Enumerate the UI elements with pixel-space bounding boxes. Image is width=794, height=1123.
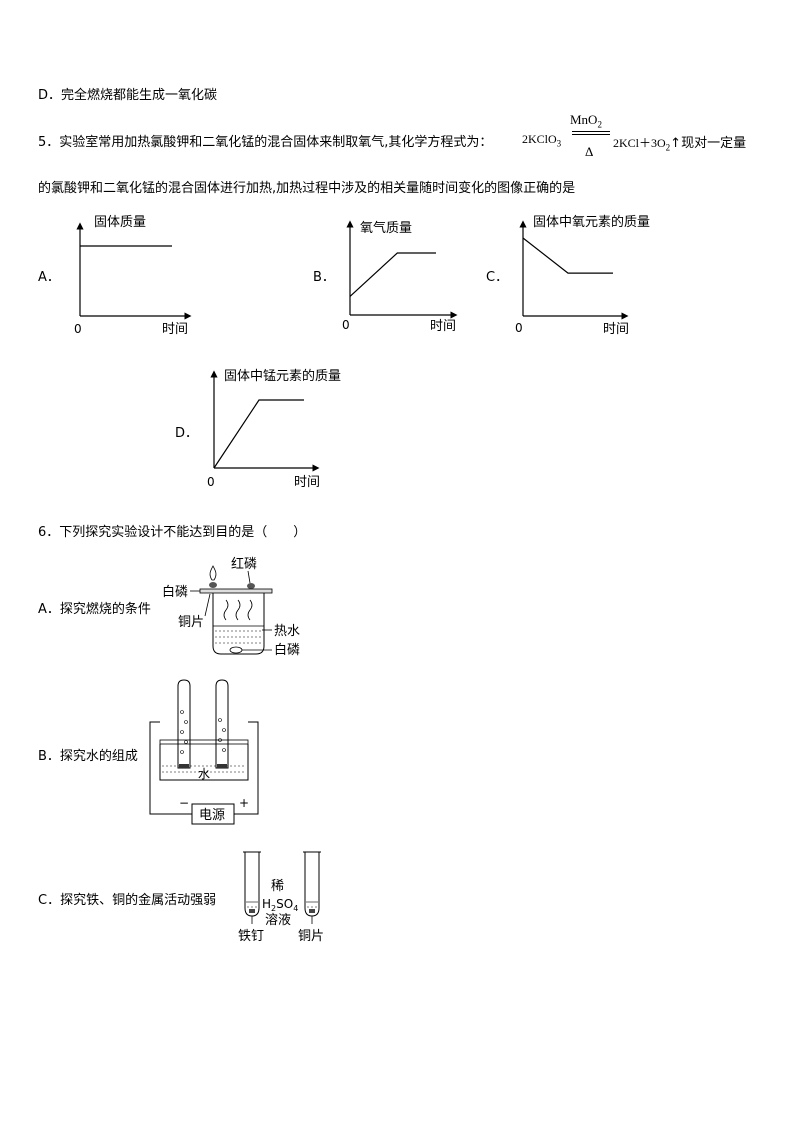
y-axis-label: 固体质量 (94, 215, 146, 230)
electrolysis-apparatus: 水 电源 − + (149, 679, 259, 825)
q4-option-d: D．完全燃烧都能生成一氧化碳 (38, 88, 218, 103)
q5-eq-left: 2KClO3 (522, 132, 562, 149)
q5-stem-b: 的氯酸钾和二氧化锰的混合固体进行加热,加热过程中涉及的相关量随时间变化的图像正确… (38, 181, 576, 196)
hot-water-label: 热水 (274, 624, 300, 639)
copper-piece (309, 909, 315, 913)
q5-eq-right: 2KCl＋3O2↑现对一定量 (613, 136, 747, 153)
leader-line (204, 593, 211, 617)
dilute-label: 稀 (271, 879, 284, 894)
steam-icon (223, 599, 229, 621)
beaker (212, 593, 265, 655)
origin-label: 0 (74, 322, 82, 336)
plus-sign: + (239, 796, 249, 810)
water-trough (159, 744, 249, 781)
y-axis-label: 固体中氧元素的质量 (533, 214, 650, 230)
minus-sign: − (179, 796, 189, 810)
q6-a-label: A．探究燃烧的条件 (38, 602, 151, 617)
white-phosphorus-top-label: 白磷 (162, 584, 188, 600)
acid-formula: H2SO4 (262, 897, 298, 913)
origin-label: 0 (207, 475, 215, 489)
gas-bubbles (180, 710, 226, 754)
q6-stem: 6．下列探究实验设计不能达到目的是（ ） (38, 525, 307, 540)
red-phosphorus-label: 红磷 (231, 556, 257, 572)
q5-catalyst: MnO2 (570, 112, 602, 130)
solution-label: 溶液 (265, 913, 291, 928)
copper-plate-label: 铜片 (178, 615, 204, 630)
iron-nail-label: 铁钉 (238, 929, 264, 944)
q6-b-label: B．探究水的组成 (38, 749, 138, 764)
test-tube-right (215, 679, 229, 769)
chart-c: 固体中氧元素的质量 0 时间 (515, 214, 650, 337)
iron-nail (249, 909, 255, 913)
chart-a-label: A． (38, 270, 60, 285)
test-tube-left (177, 679, 191, 769)
steam-icon (247, 599, 253, 621)
white-phosphorus-bottom-label: 白磷 (274, 642, 300, 658)
q5-heat-symbol: Δ (585, 144, 594, 159)
chart-d-label: D． (175, 426, 199, 441)
chart-c-label: C． (486, 270, 509, 285)
chart-b-label: B． (313, 270, 335, 285)
power-supply (191, 803, 235, 825)
series-line (349, 252, 436, 297)
x-axis-label: 时间 (294, 475, 320, 490)
chart-a: 固体质量 0 时间 (74, 215, 192, 337)
origin-label: 0 (515, 321, 523, 335)
chart-b: 氧气质量 0 时间 (342, 220, 458, 334)
series-line (213, 399, 304, 469)
white-phosphorus-bottom (229, 646, 243, 654)
electrode-right (217, 764, 227, 768)
trough-rim (159, 739, 249, 745)
copper-plate (199, 588, 273, 594)
x-axis-label: 时间 (162, 322, 188, 337)
steam-icon (235, 599, 241, 621)
white-phosphorus-particle (209, 582, 217, 588)
chart-d: 固体中锰元素的质量 0 时间 (207, 368, 341, 490)
red-phosphorus-particle (247, 583, 255, 589)
metal-activity-apparatus: 稀 H2SO4 溶液 铁钉 铜片 (238, 851, 324, 944)
wire-right (230, 721, 259, 815)
combustion-apparatus: 红磷 白磷 铜片 热水 白磷 (162, 556, 300, 658)
origin-label: 0 (342, 318, 350, 332)
copper-label: 铜片 (298, 929, 324, 944)
series-line (522, 237, 613, 274)
water-label: 水 (198, 767, 210, 781)
flame-icon (209, 565, 217, 581)
q5-stem-a: 5．实验室常用加热氯酸钾和二氧化锰的混合固体来制取氧气,其化学方程式为： (38, 135, 493, 150)
x-axis-label: 时间 (603, 322, 629, 337)
test-tube-right (304, 852, 320, 917)
power-supply-label: 电源 (199, 808, 225, 823)
test-tube-left (244, 852, 260, 917)
q5-eq-arrow-line-2 (572, 134, 610, 135)
q6-c-label: C．探究铁、铜的金属活动强弱 (38, 893, 217, 908)
q5-eq-arrow-line-1 (572, 131, 610, 132)
leader-line (247, 570, 251, 584)
electrode-left (179, 764, 189, 768)
y-axis-label: 氧气质量 (360, 220, 412, 236)
wire-left (149, 721, 192, 815)
y-axis-label: 固体中锰元素的质量 (224, 368, 341, 384)
x-axis-label: 时间 (430, 319, 456, 334)
